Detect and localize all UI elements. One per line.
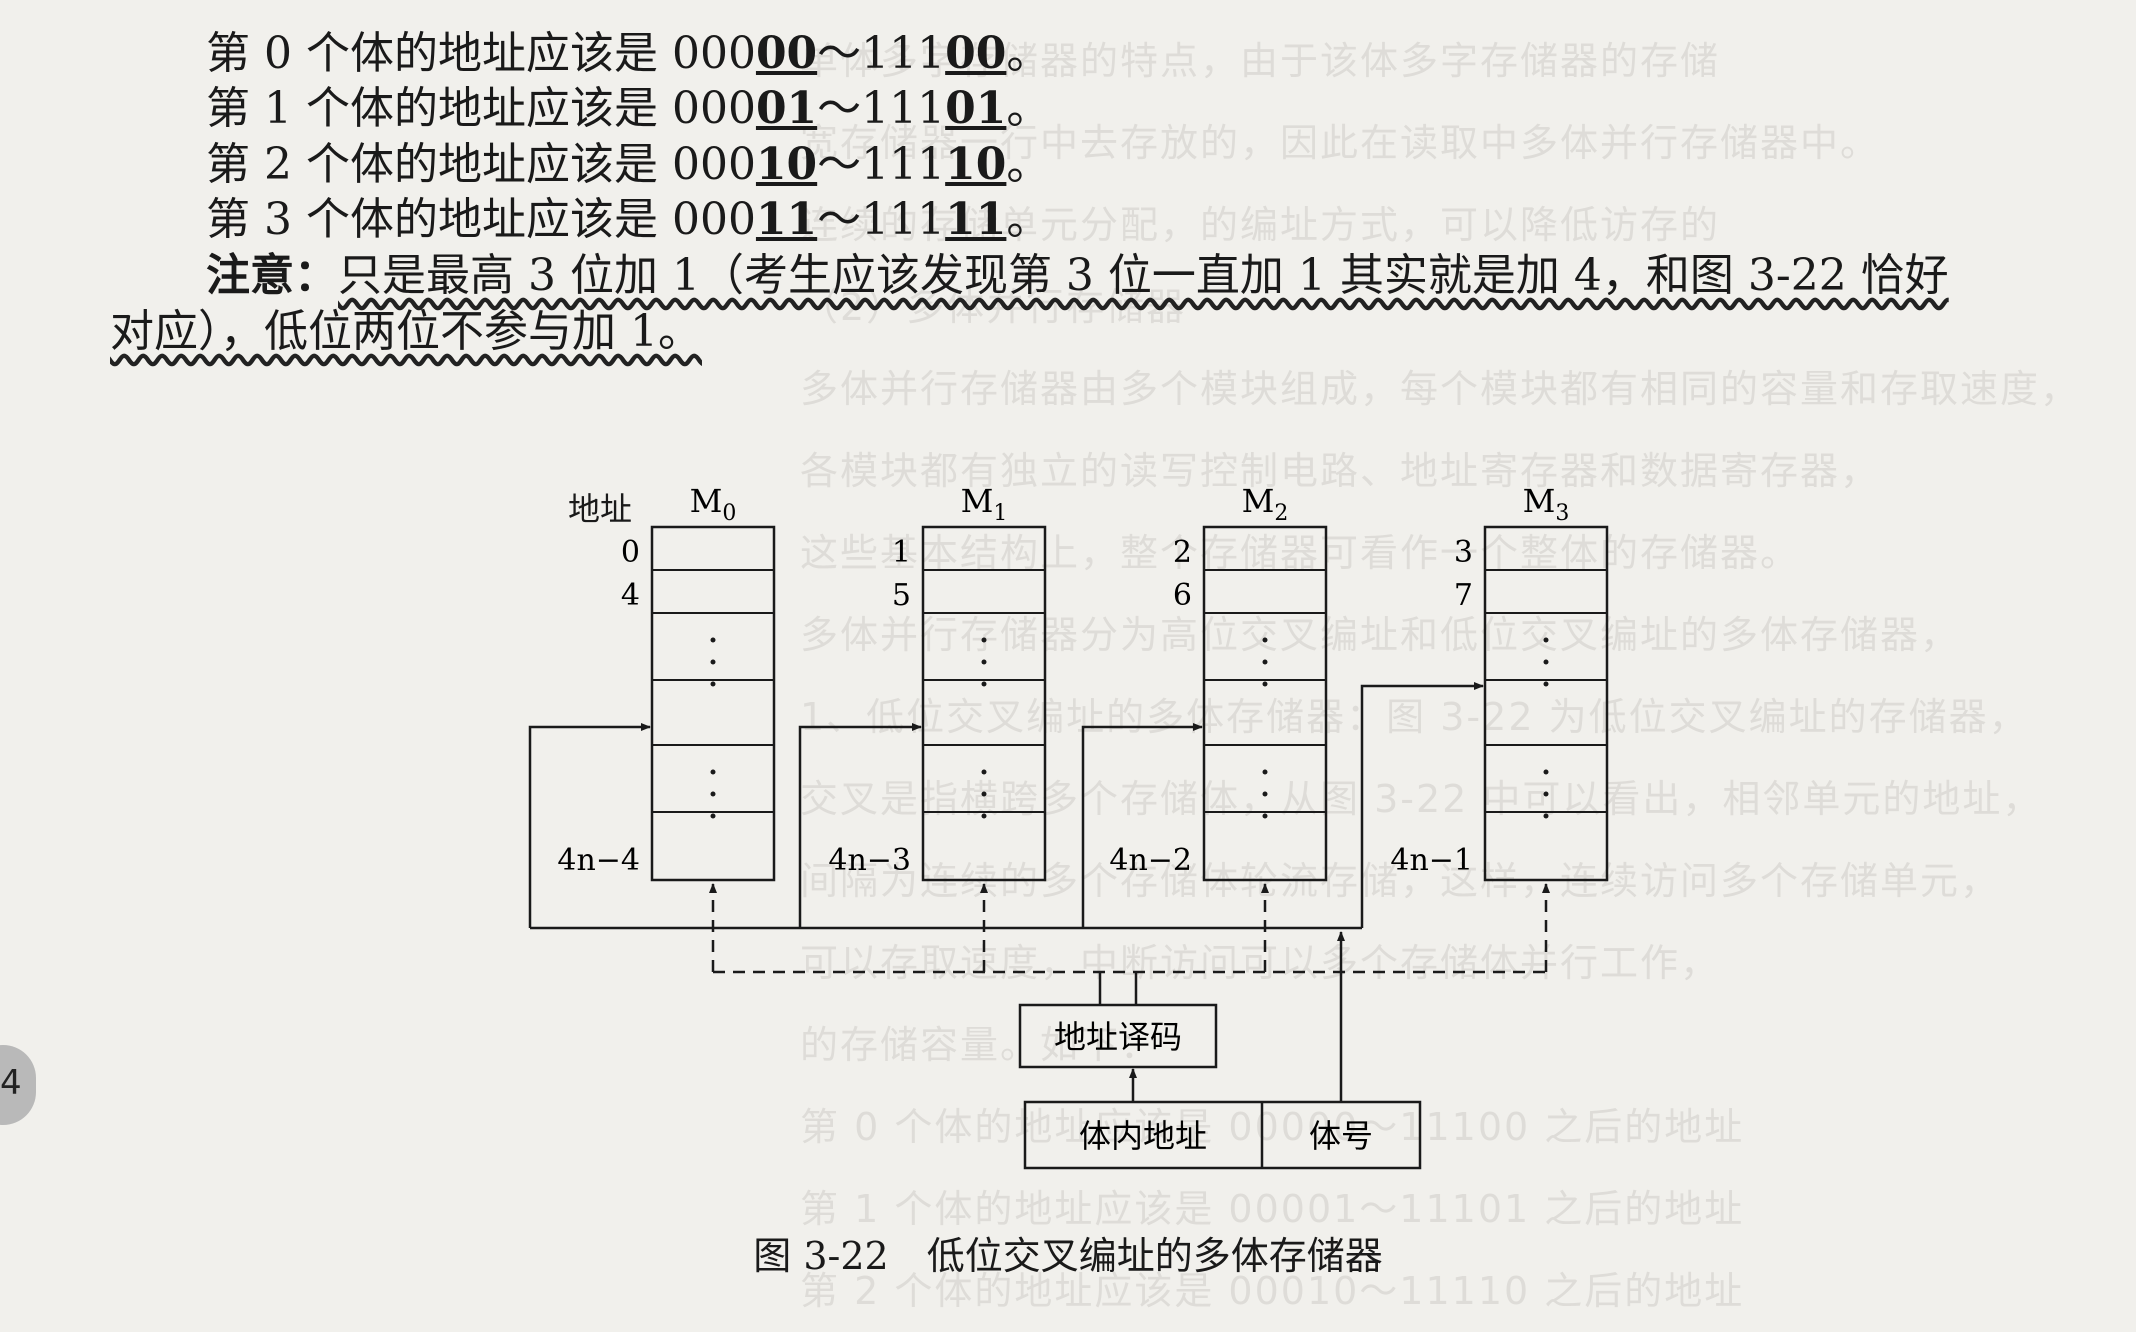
module-number-field: 体号 — [1309, 1117, 1373, 1155]
period: 。 — [1006, 83, 1051, 134]
period: 。 — [1006, 139, 1051, 190]
ghost-line: 多体并行存储器分为高位交叉编址和低位交叉编址的多体存储器， — [800, 613, 1961, 657]
last-address: 4n−3 — [828, 843, 911, 878]
address-line-module-2: 第 2 个体的地址应该是 00010～11110。 — [206, 129, 1050, 201]
last-address: 4n−1 — [1390, 843, 1473, 878]
memory-module-1: M1 1 5 4n−3 — [828, 482, 1047, 882]
ghost-line: 单体多字存储器的特点，由于该体多字存储器的存储 — [800, 39, 1721, 83]
memory-module-3: M3 3 7 4n−1 — [1390, 482, 1609, 882]
low-bits: 01 — [945, 83, 1007, 134]
first-address: 1 — [892, 535, 911, 570]
memory-module-0: M0 0 4 4n−4 — [557, 482, 776, 882]
line-prefix: 第 3 个体的地址应该是 000 — [206, 194, 756, 245]
low-bits: 00 — [755, 28, 818, 79]
address-line-module-3: 第 3 个体的地址应该是 00011～11111。 — [206, 184, 1050, 256]
low-bits: 10 — [755, 139, 818, 190]
low-bits: 10 — [945, 139, 1007, 190]
ghost-line: 可以存取速度，中断访问可以多个存储体并行工作， — [800, 941, 1721, 985]
ghost-line: 宽存储器一行中去存放的，因此在读取中多体并行存储器中。 — [800, 121, 1881, 165]
ghost-line: 第 0 个体的地址应该是 00000～11100 之后的地址 — [800, 1105, 1745, 1149]
note-line-1: 注意：只是最高 3 位加 1（考生应该发现第 3 位一直加 1 其实就是加 4，… — [206, 240, 1949, 312]
intra-address-field: 体内地址 — [1079, 1117, 1207, 1155]
decoder-block: 地址译码 — [1018, 1003, 1218, 1069]
first-address: 3 — [1454, 535, 1473, 570]
memory-module-2: M2 2 6 4n−2 — [1109, 482, 1328, 882]
low-bits: 11 — [755, 194, 818, 245]
page-number: 4 — [0, 1063, 22, 1103]
module-label: M0 — [690, 482, 737, 526]
low-bits: 00 — [945, 28, 1007, 79]
range-separator: ～111 — [817, 139, 946, 190]
address-register: 体内地址 体号 — [1023, 1100, 1422, 1170]
ghost-line: 的存储容量。如下： — [800, 1023, 1161, 1067]
range-separator: ～111 — [817, 83, 946, 134]
period: 。 — [1006, 194, 1051, 245]
note-text: 只是最高 3 位加 1（考生应该发现第 3 位一直加 1 其实就是加 4，和图 … — [338, 250, 1949, 301]
second-address: 5 — [892, 578, 911, 613]
line-prefix: 第 2 个体的地址应该是 000 — [206, 139, 756, 190]
address-line-module-1: 第 1 个体的地址应该是 00001～11101。 — [206, 73, 1050, 145]
second-address: 6 — [1173, 578, 1192, 613]
last-address: 4n−2 — [1109, 843, 1192, 878]
line-prefix: 第 1 个体的地址应该是 000 — [206, 83, 756, 134]
decoder-label: 地址译码 — [1054, 1018, 1182, 1056]
low-bits: 11 — [945, 194, 1007, 245]
ghost-line: 交叉是指横跨多个存储体，从图 3-22 中可以看出，相邻单元的地址， — [800, 777, 2043, 821]
second-address: 7 — [1454, 578, 1473, 613]
address-column-header: 地址 — [568, 490, 632, 528]
module-label: M3 — [1523, 482, 1570, 526]
ghost-line: 1、低位交叉编址的多体存储器：图 3-22 为低位交叉编址的存储器， — [800, 695, 2029, 739]
note-label: 注意： — [206, 250, 338, 301]
low-bits: 01 — [755, 83, 818, 134]
ghost-line: 各模块都有独立的读写控制电路、地址寄存器和数据寄存器， — [800, 449, 1881, 493]
figure-caption: 图 3-22 低位交叉编址的多体存储器 — [753, 1234, 1383, 1278]
period: 。 — [1006, 28, 1051, 79]
connection-wires — [528, 682, 1550, 1102]
range-separator: ～111 — [817, 194, 946, 245]
module-label: M1 — [961, 482, 1008, 526]
ghost-line: 第 1 个体的地址应该是 00001～11101 之后的地址 — [800, 1187, 1745, 1231]
last-address: 4n−4 — [557, 843, 640, 878]
memory-modules: M0 0 4 4n−4 M1 1 5 4n−3 M2 2 6 4n−2 M3 3 7 4n−1 — [557, 482, 1609, 882]
first-address: 0 — [621, 535, 640, 570]
note-line-2: 对应），低位两位不参与加 1。 — [110, 296, 702, 368]
line-prefix: 第 0 个体的地址应该是 000 — [206, 28, 756, 79]
note-text-continued: 对应），低位两位不参与加 1。 — [110, 306, 702, 357]
ghost-line: （2）多体并行存储器 — [800, 285, 1187, 329]
ghost-line: 连续的存储单元分配，的编址方式，可以降低访存的 — [800, 203, 1721, 247]
ghost-line: 多体并行存储器由多个模块组成，每个模块都有相同的容量和存取速度， — [800, 367, 2081, 411]
range-separator: ～111 — [817, 28, 946, 79]
ghost-line: 这些基本结构上，整个存储器可看作一个整体的存储器。 — [800, 531, 1801, 575]
memory-diagram: 地址 M0 0 4 4n−4 M1 1 5 4n−3 M2 2 6 4n−2 M3 3 7 4n−1 地址译码… — [528, 482, 1609, 1170]
module-label: M2 — [1242, 482, 1289, 526]
address-line-module-0: 第 0 个体的地址应该是 00000～11100。 — [206, 18, 1050, 90]
second-address: 4 — [621, 578, 640, 613]
first-address: 2 — [1173, 535, 1192, 570]
